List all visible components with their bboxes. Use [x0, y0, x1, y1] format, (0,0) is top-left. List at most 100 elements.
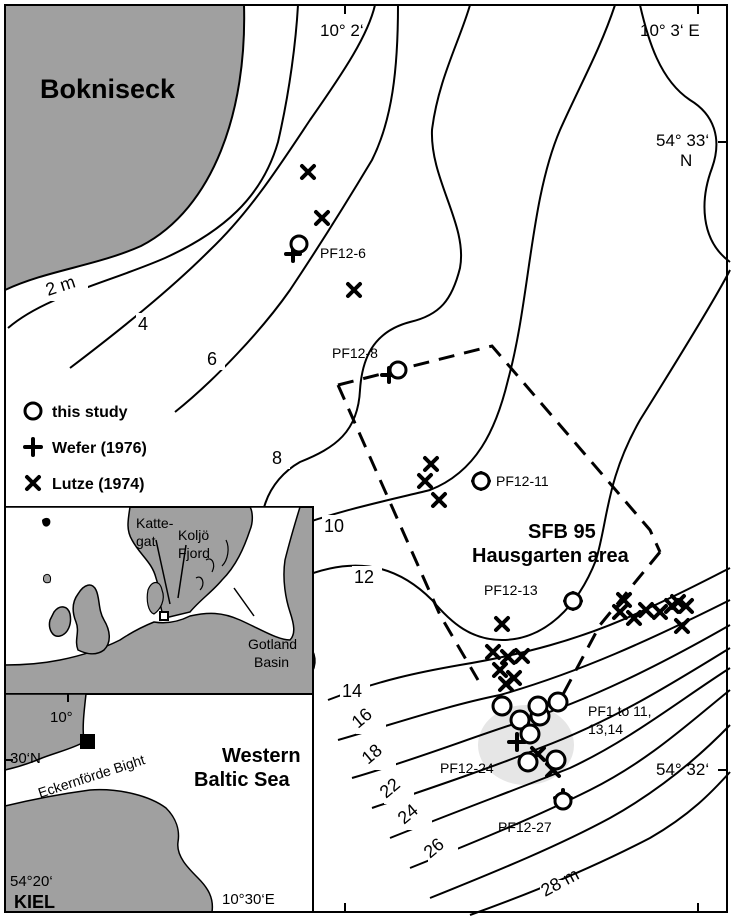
legend-wefer-label: Wefer (1976) [52, 440, 147, 457]
contour-16 [337, 599, 731, 741]
lutze-x-marker [417, 473, 433, 489]
lutze-x-marker [626, 610, 642, 626]
station-label-pf1-11-line1: PF1 to 11, [588, 703, 652, 719]
station-label-pf12-8: PF12-8 [332, 345, 378, 361]
lutze-x-marker [494, 616, 510, 632]
inset-label-koljo-2: Fjord [178, 545, 210, 561]
inset-europe-ireland [48, 606, 72, 637]
this-study-circle-marker [388, 360, 408, 380]
this-study-markers [289, 234, 583, 811]
main-map: 10° 2‘ 10° 3‘ E 54° 33‘ N 54° 32‘ Boknis… [4, 4, 731, 916]
lat-label-top-2: N [680, 151, 692, 170]
station-label-pf12-11: PF12-11 [496, 473, 549, 489]
lutze-x-marker [492, 662, 508, 678]
sfb95-boundary [336, 344, 662, 701]
contour-28 [469, 771, 731, 916]
lutze-x-marker [674, 618, 690, 634]
lutze-x-marker [500, 649, 516, 665]
this-study-circle-marker [563, 591, 583, 611]
area-label-hausgarten: Hausgarten area [472, 545, 630, 567]
inset-europe-location-box [159, 611, 169, 621]
depth-label-4: 4 [138, 314, 148, 334]
inset-regional-western-2: Baltic Sea [194, 769, 290, 791]
inset-label-gotland-2: Basin [254, 654, 289, 670]
depth-label-8: 8 [272, 448, 282, 468]
station-label-pf12-6: PF12-6 [320, 245, 366, 261]
depth-label-12: 12 [354, 567, 374, 587]
legend-this-study-label: this study [52, 404, 128, 421]
depth-label-10: 10 [324, 516, 344, 536]
inset-regional-lat-30: 30‘N [10, 750, 41, 767]
lutze-x-marker [300, 164, 316, 180]
land-label: Bokniseck [40, 74, 176, 104]
inset-regional-kiel: KIEL [14, 892, 55, 912]
inset-europe-britain [72, 584, 110, 655]
lutze-x-marker [616, 592, 632, 608]
lutze-x-marker [678, 598, 694, 614]
contour-10 [291, 4, 616, 529]
depth-label-14: 14 [342, 681, 362, 701]
inset-regional-land-north [4, 693, 87, 771]
lutze-x-marker [423, 456, 439, 472]
lutze-x-marker [514, 648, 530, 664]
lat-label-top-1: 54° 33‘ [656, 131, 709, 150]
inset-regional-land-south [4, 788, 214, 913]
this-study-circle-marker [547, 691, 569, 713]
this-study-circle-marker [553, 791, 573, 811]
inset-regional-lat-20: 54°20‘ [10, 873, 53, 890]
lutze-x-marker [652, 604, 668, 620]
lutze-x-marker [314, 210, 330, 226]
inset-europe-iceland [42, 517, 51, 527]
contour-26 [429, 724, 731, 899]
lutze-x-marker [638, 602, 654, 618]
lutze-x-marker [612, 604, 628, 620]
inset-regional-location-square [80, 734, 95, 749]
inset-europe-denmark [146, 581, 164, 615]
this-study-circle-marker [471, 471, 491, 491]
contour-20 [371, 647, 731, 809]
inset-label-kattegat-2: gat [136, 533, 156, 549]
legend-this-study-icon [23, 401, 43, 421]
lutze-x-marker [346, 282, 362, 298]
lutze-x-marker [670, 594, 686, 610]
station-label-pf12-13: PF12-13 [484, 582, 538, 598]
wefer-plus-marker [507, 732, 527, 752]
inset-regional: 10° 30‘N Eckernförde Bight Western Balti… [4, 693, 314, 913]
inset-label-gotland-1: Gotland [248, 636, 297, 652]
this-study-circle-marker [509, 709, 531, 731]
this-study-circle-marker [289, 234, 309, 254]
station-label-pf12-27: PF12-27 [498, 819, 552, 835]
contour-12-right [639, 4, 731, 263]
contour-8 [260, 4, 471, 561]
contour-24 [409, 689, 731, 869]
legend-lutze-icon [25, 475, 41, 491]
legend-wefer-icon [23, 437, 43, 457]
legend-lutze-label: Lutze (1974) [52, 476, 144, 493]
station-label-pf1-11-line2: 13,14 [588, 721, 623, 737]
depth-label-6: 6 [207, 349, 217, 369]
this-study-circle-marker [519, 723, 541, 745]
contour-22 [389, 667, 731, 839]
inset-label-kattegat-1: Katte- [136, 515, 174, 531]
station-label-pf12-24: PF12-24 [440, 760, 494, 776]
lutze-x-marker [485, 644, 501, 660]
this-study-circle-marker [517, 751, 539, 773]
this-study-circle-marker [527, 695, 549, 717]
graticule-ticks [344, 5, 727, 912]
lon-label-1: 10° 2‘ [320, 21, 364, 40]
contour-14 [327, 567, 731, 701]
lon-label-2: 10° 3‘ E [640, 21, 700, 40]
inset-regional-lon-1030: 10°30‘E [222, 891, 275, 908]
this-study-circle-marker [491, 695, 513, 717]
this-study-circle-marker [545, 749, 567, 771]
legend: this study Wefer (1976) Lutze (1974) [23, 401, 147, 493]
inset-europe-faroe [43, 573, 51, 584]
lutze-x-marker [506, 670, 522, 686]
area-label-sfb95: SFB 95 [528, 521, 596, 543]
depth-labels: 2 m 4 6 8 10 12 14 16 18 22 24 26 28 m [43, 272, 596, 902]
land-bokniseck [4, 4, 246, 292]
inset-label-koljo-1: Koljö [178, 527, 209, 543]
inset-europe: Katte- gat Koljö Fjord Gotland Basin [4, 506, 314, 695]
